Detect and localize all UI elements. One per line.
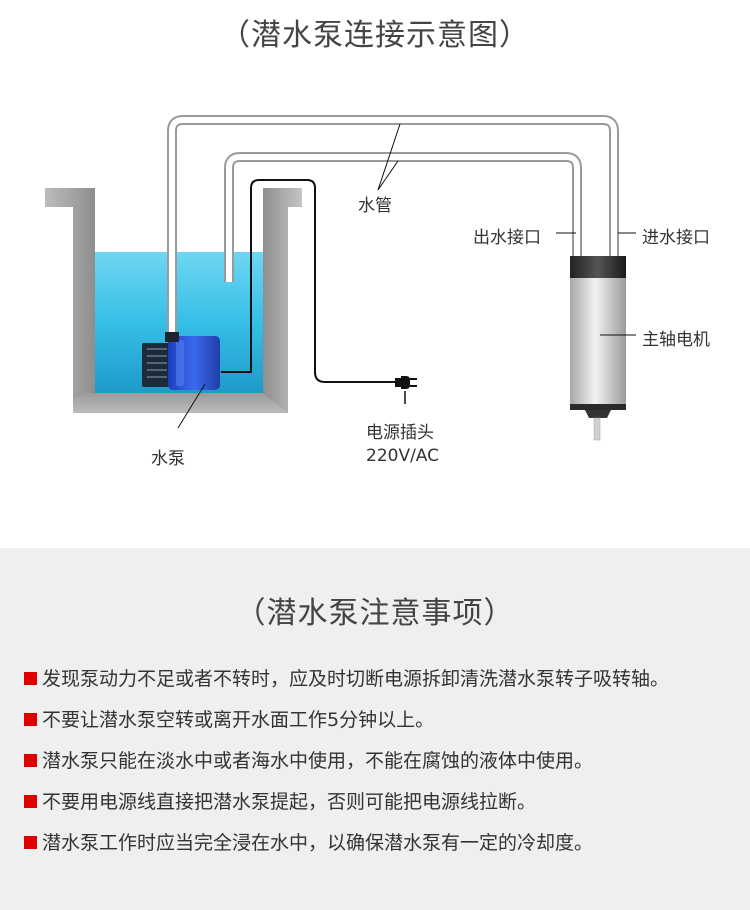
notes-list: 发现泵动力不足或者不转时，应及时切断电源拆卸清洗潜水泵转子吸转轴。 不要让潜水泵… (24, 662, 744, 867)
bullet-square-icon (24, 754, 37, 767)
water-tank (45, 188, 302, 413)
label-plug: 电源插头 (366, 423, 434, 443)
connection-diagram (45, 115, 636, 441)
note-text: 不要用电源线直接把潜水泵提起，否则可能把电源线拉断。 (42, 791, 537, 813)
label-voltage: 220V/AC (366, 446, 440, 466)
label-pump: 水泵 (151, 449, 185, 469)
diagram-title: （潜水泵连接示意图） (220, 18, 530, 53)
notes-title: （潜水泵注意事项） (235, 596, 515, 631)
label-pipe: 水管 (358, 196, 392, 216)
pump-icon (142, 332, 220, 390)
label-inlet: 进水接口 (642, 228, 710, 248)
plug-icon (395, 376, 417, 404)
list-item: 潜水泵只能在淡水中或者海水中使用，不能在腐蚀的液体中使用。 (24, 744, 744, 785)
notes-panel (0, 548, 750, 910)
label-outlet: 出水接口 (473, 228, 541, 248)
bullet-square-icon (24, 795, 37, 808)
bullet-square-icon (24, 713, 37, 726)
list-item: 发现泵动力不足或者不转时，应及时切断电源拆卸清洗潜水泵转子吸转轴。 (24, 662, 744, 703)
note-text: 发现泵动力不足或者不转时，应及时切断电源拆卸清洗潜水泵转子吸转轴。 (42, 668, 670, 690)
bullet-square-icon (24, 836, 37, 849)
spindle-motor (570, 256, 626, 441)
leader-lines (177, 123, 636, 429)
note-text: 不要让潜水泵空转或离开水面工作5分钟以上。 (42, 709, 435, 731)
power-cord (221, 179, 395, 383)
label-motor: 主轴电机 (642, 330, 710, 350)
note-text: 潜水泵只能在淡水中或者海水中使用，不能在腐蚀的液体中使用。 (42, 750, 594, 772)
list-item: 不要让潜水泵空转或离开水面工作5分钟以上。 (24, 703, 744, 744)
note-text: 潜水泵工作时应当完全浸在水中，以确保潜水泵有一定的冷却度。 (42, 832, 594, 854)
bullet-square-icon (24, 672, 37, 685)
list-item: 潜水泵工作时应当完全浸在水中，以确保潜水泵有一定的冷却度。 (24, 826, 744, 867)
list-item: 不要用电源线直接把潜水泵提起，否则可能把电源线拉断。 (24, 785, 744, 826)
